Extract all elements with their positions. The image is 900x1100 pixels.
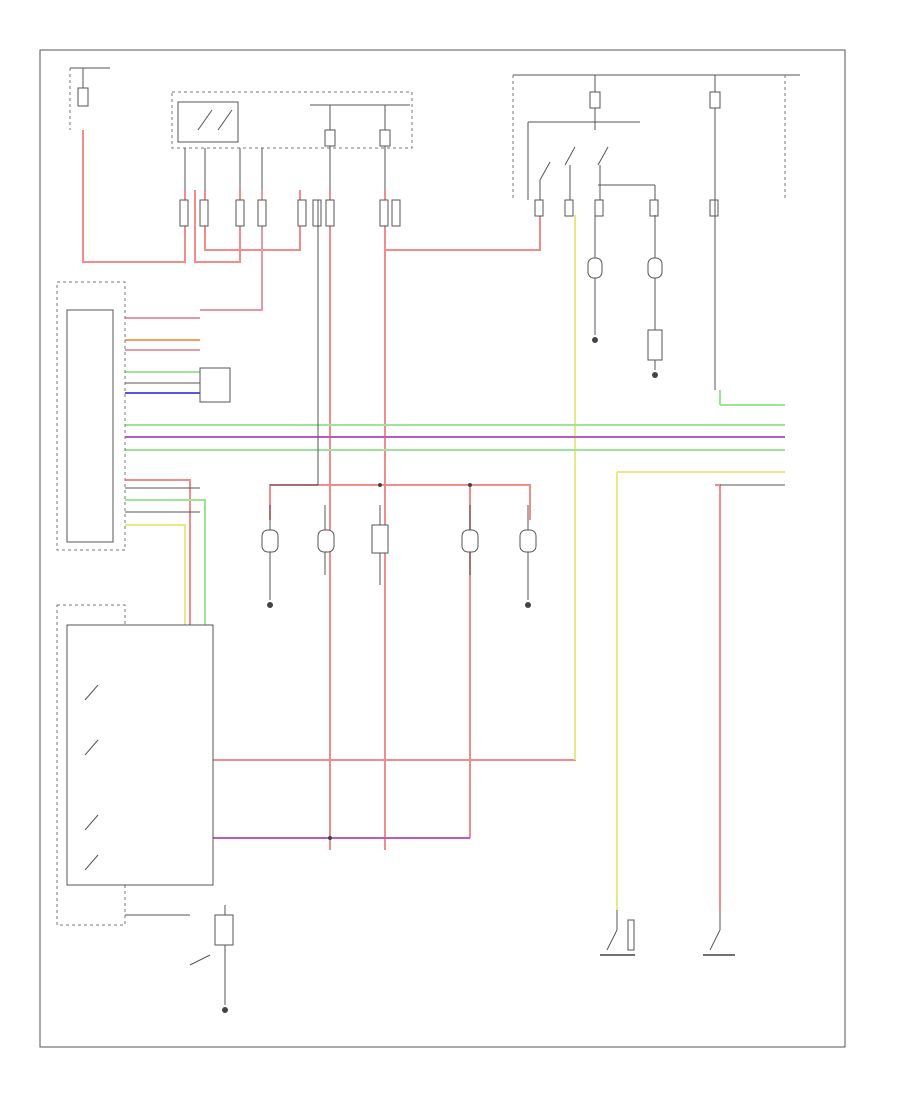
wire-red-3 <box>204 190 301 251</box>
door-switch-left <box>600 910 635 956</box>
wire-red-8 <box>269 484 531 520</box>
colored-wires <box>125 215 785 910</box>
combination-switch <box>56 604 214 926</box>
ground-g1 <box>267 602 273 608</box>
ground-g3 <box>222 337 658 1013</box>
door-switches <box>600 910 735 956</box>
top-left-fuse-block <box>69 67 110 130</box>
bottom-relay <box>189 905 234 1005</box>
wire-red-5 <box>384 190 541 251</box>
wire-red-10 <box>715 484 721 910</box>
door-switch-right <box>703 910 735 956</box>
main-fuse-block <box>310 104 410 190</box>
ignition-switch <box>171 91 413 190</box>
right-lamps <box>587 257 663 361</box>
connector-plugs <box>179 199 719 227</box>
lamp-row <box>261 483 537 840</box>
combination-meter <box>56 281 231 551</box>
diagram-border <box>39 49 846 1048</box>
top-right-fuse-block <box>512 74 800 215</box>
wire-red-1 <box>82 130 186 263</box>
gray-wires <box>125 200 785 916</box>
ground-symbols <box>222 337 658 1013</box>
wire-red-4 <box>200 190 263 311</box>
ground-g2 <box>525 602 531 608</box>
